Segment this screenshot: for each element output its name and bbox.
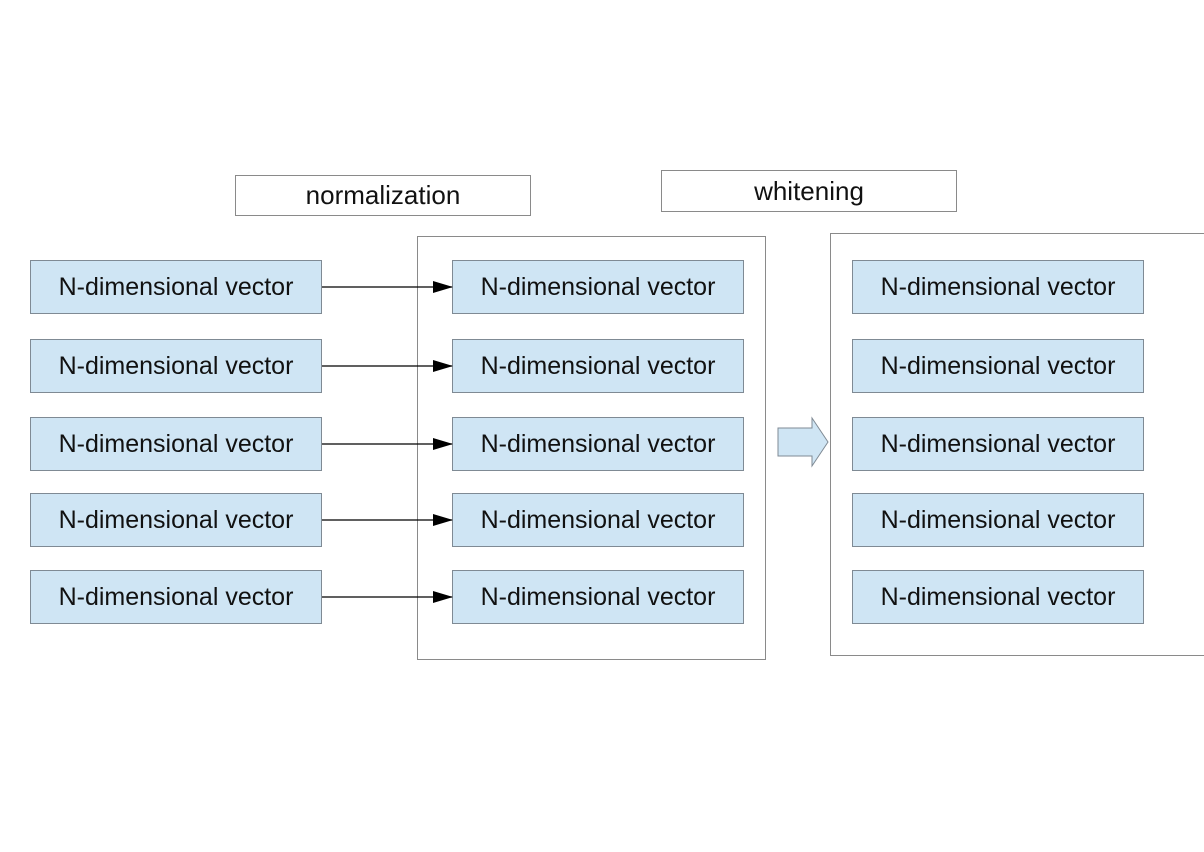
normalized-vector: N-dimensional vector: [452, 570, 744, 624]
whitened-vector: N-dimensional vector: [852, 493, 1144, 547]
input-vector: N-dimensional vector: [30, 339, 322, 393]
whitened-vector: N-dimensional vector: [852, 339, 1144, 393]
normalization-group-frame: [417, 236, 766, 660]
whitening-group-frame: [830, 233, 1204, 656]
whitening-label: whitening: [661, 170, 957, 212]
normalization-label: normalization: [235, 175, 531, 216]
input-vector: N-dimensional vector: [30, 493, 322, 547]
input-vector: N-dimensional vector: [30, 570, 322, 624]
whitened-vector: N-dimensional vector: [852, 570, 1144, 624]
normalized-vector: N-dimensional vector: [452, 493, 744, 547]
normalized-vector: N-dimensional vector: [452, 260, 744, 314]
input-vector: N-dimensional vector: [30, 260, 322, 314]
normalized-vector: N-dimensional vector: [452, 417, 744, 471]
whitened-vector: N-dimensional vector: [852, 417, 1144, 471]
input-vector: N-dimensional vector: [30, 417, 322, 471]
whitened-vector: N-dimensional vector: [852, 260, 1144, 314]
whitening-block-arrow: [777, 416, 829, 468]
normalized-vector: N-dimensional vector: [452, 339, 744, 393]
